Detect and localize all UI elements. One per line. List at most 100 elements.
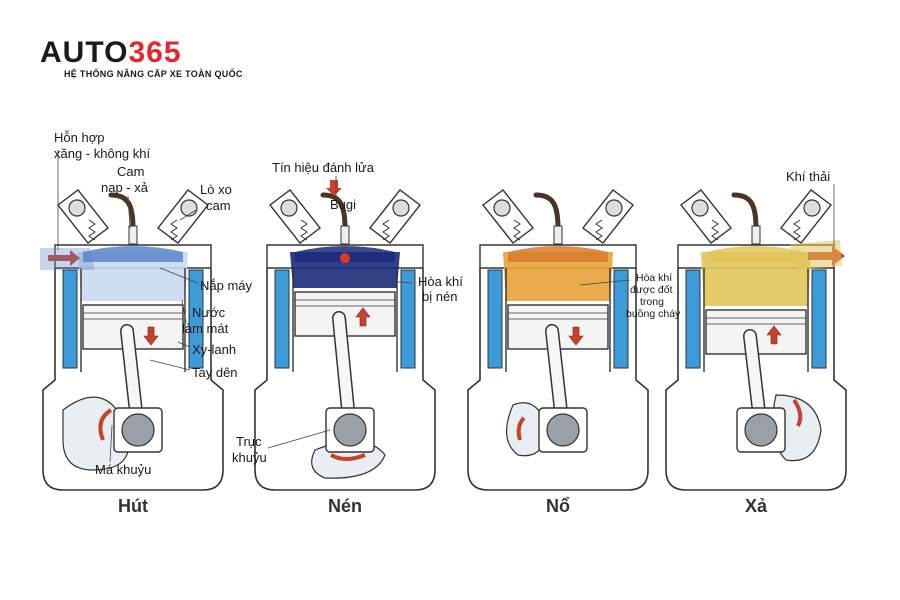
label-crank-web: Má khuỷu bbox=[95, 462, 151, 477]
label-crankshaft-1: Trục bbox=[236, 434, 262, 449]
valve-cover-left bbox=[269, 189, 321, 244]
piston-arrow-down bbox=[143, 326, 159, 346]
brand-tagline: HỆ THỐNG NÂNG CẤP XE TOÀN QUỐC bbox=[64, 69, 243, 79]
chamber-top bbox=[83, 246, 183, 262]
label-burn-1: Hòa khí bbox=[636, 272, 672, 284]
cam-lobe-left bbox=[691, 199, 709, 217]
crankshaft bbox=[121, 413, 155, 447]
combustion-chamber bbox=[503, 252, 613, 301]
coolant-jacket-left bbox=[487, 269, 503, 369]
coolant-jacket-right bbox=[811, 269, 827, 369]
label-cylinder: Xy-lanh bbox=[192, 342, 236, 357]
spring-right bbox=[170, 219, 178, 241]
spring-right bbox=[595, 219, 603, 241]
valve-cover-left bbox=[680, 189, 732, 244]
spring-left bbox=[513, 219, 521, 241]
spark-wire bbox=[320, 192, 348, 231]
label-water-2: làm mát bbox=[182, 321, 229, 336]
crankshaft bbox=[744, 413, 778, 447]
label-head: Nắp máy bbox=[200, 278, 253, 293]
crank-rotation-arrow bbox=[330, 453, 366, 461]
label-compressed-1: Hòa khí bbox=[418, 274, 463, 289]
coolant-jacket-left bbox=[685, 269, 701, 369]
label-mixture-1: Hỗn hợp bbox=[54, 130, 104, 145]
cam-lobe-right bbox=[803, 199, 821, 217]
label-spring-1: Lò xo bbox=[200, 182, 232, 197]
label-compressed-2: bị nén bbox=[422, 289, 457, 304]
crank-rotation-arrow bbox=[98, 408, 113, 441]
callout-lines bbox=[57, 150, 835, 463]
intake-flow-arrow bbox=[48, 250, 80, 266]
valve-cover-right bbox=[780, 189, 832, 244]
combustion-chamber bbox=[78, 252, 188, 301]
intake-port bbox=[40, 248, 95, 270]
spark-plug bbox=[553, 225, 563, 245]
cam-lobe-left bbox=[280, 199, 298, 217]
label-rod: Tay dên bbox=[192, 365, 238, 380]
label-ignition: Tín hiệu đánh lửa bbox=[272, 160, 375, 175]
engine-block bbox=[254, 268, 436, 491]
label-spring-2: cam bbox=[206, 198, 231, 213]
spark-wire bbox=[731, 192, 759, 231]
coolant-jacket-right bbox=[613, 269, 629, 369]
spring-left bbox=[88, 219, 96, 241]
stroke-label-exhaust: Xả bbox=[745, 496, 768, 516]
label-spark: Bugi bbox=[330, 197, 356, 212]
cam-lobe-left bbox=[493, 199, 511, 217]
engine-power bbox=[467, 189, 649, 491]
coolant-jacket-right bbox=[188, 269, 204, 369]
cam-lobe-right bbox=[180, 199, 198, 217]
label-cam-1: Cam bbox=[117, 164, 144, 179]
engine-block bbox=[467, 268, 649, 491]
crank-web bbox=[62, 396, 130, 471]
label-crankshaft-2: khuỷu bbox=[232, 450, 267, 465]
valve-cover-right bbox=[582, 189, 634, 244]
cam-lobe-left bbox=[68, 199, 86, 217]
spring-right bbox=[382, 219, 390, 241]
label-exhaust: Khí thải bbox=[786, 169, 830, 184]
spark bbox=[340, 253, 350, 263]
engine-block bbox=[665, 268, 847, 491]
cam-lobe-right bbox=[392, 199, 410, 217]
label-burn-3: trong bbox=[640, 296, 664, 308]
crankshaft bbox=[333, 413, 367, 447]
valve-cover-left bbox=[482, 189, 534, 244]
piston-arrow-up bbox=[355, 307, 371, 327]
spark-plug bbox=[128, 225, 138, 245]
crankshaft bbox=[546, 413, 580, 447]
chamber-top bbox=[508, 246, 608, 262]
spring-left bbox=[300, 219, 308, 241]
engine-compression bbox=[254, 189, 436, 491]
crank-rotation-arrow bbox=[792, 398, 803, 427]
valve-cover-left bbox=[57, 189, 109, 244]
label-burn-4: buồng cháy bbox=[626, 308, 681, 320]
spark-wire bbox=[533, 192, 561, 231]
engine-block bbox=[42, 268, 224, 491]
label-water-1: Nước bbox=[192, 305, 226, 320]
spring-right bbox=[793, 219, 801, 241]
chamber-top bbox=[706, 246, 806, 262]
combustion-chamber bbox=[701, 252, 811, 306]
brand-name: AUTO365 bbox=[40, 36, 182, 69]
piston-arrow-down bbox=[568, 326, 584, 346]
crank-rotation-arrow bbox=[516, 416, 526, 441]
stroke-label-intake: Hút bbox=[118, 496, 148, 516]
coolant-jacket-right bbox=[400, 269, 416, 369]
piston-arrow-up bbox=[766, 325, 782, 345]
label-mixture-2: xăng - không khí bbox=[54, 146, 151, 161]
ignition-arrow bbox=[326, 180, 342, 196]
valve-cover-right bbox=[157, 189, 209, 244]
coolant-jacket-left bbox=[274, 269, 290, 369]
crank-web bbox=[506, 402, 549, 457]
spark-plug bbox=[340, 225, 350, 245]
exhaust-port bbox=[790, 240, 842, 270]
label-burn-2: được đốt bbox=[630, 284, 673, 296]
engine-intake bbox=[42, 189, 224, 491]
engine-exhaust bbox=[665, 189, 847, 491]
cam-lobe-right bbox=[605, 199, 623, 217]
spark-plug bbox=[751, 225, 761, 245]
coolant-jacket-left bbox=[62, 269, 78, 369]
stroke-label-power: Nổ bbox=[546, 496, 570, 516]
label-cam-2: nạp - xả bbox=[101, 180, 149, 195]
